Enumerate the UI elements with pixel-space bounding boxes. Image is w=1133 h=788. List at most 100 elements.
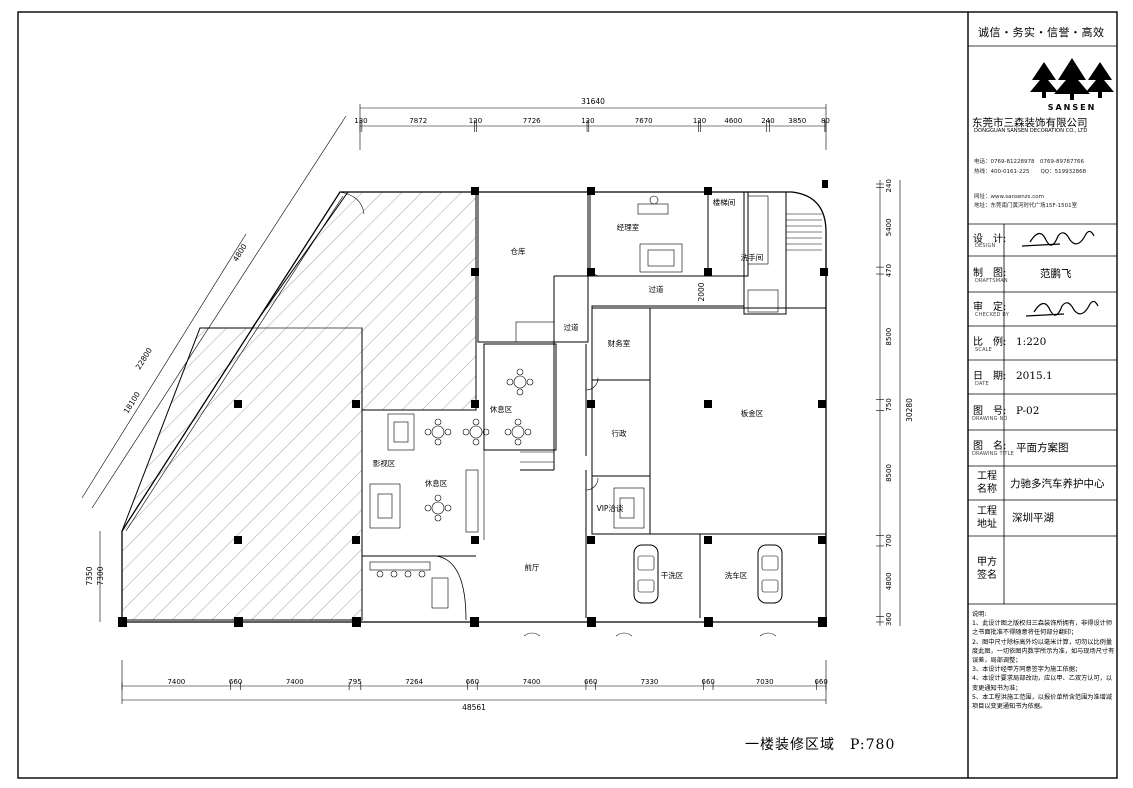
right_dims-value: 5400	[885, 218, 893, 236]
site-value: 深圳平湖	[1012, 512, 1054, 524]
structural-columns	[118, 180, 828, 627]
address-line: 地址：东莞南门黄河时代广场15F-1501室	[974, 203, 1078, 209]
overall-width-top: 31640	[581, 97, 605, 106]
checker-signature	[1025, 300, 1099, 317]
design-caption: DESIGN	[975, 243, 996, 249]
bottom_dims-value: 7030	[756, 678, 774, 686]
drawing-name-value: 平面方案图	[1016, 442, 1069, 454]
bottom_dims-value: 660	[584, 678, 597, 686]
room-manager: 经理室	[617, 222, 640, 232]
project-value: 力驰多汽车养护中心	[1010, 478, 1105, 490]
corridor-dim: 2000	[697, 282, 706, 301]
top_dims-value: 7872	[409, 117, 427, 125]
note-2: 2、图中尺寸除标高外均以毫米计算，切勿以比例量度此图，一切依图内数字所示为准，如…	[972, 638, 1115, 665]
top_dims-value: 240	[761, 117, 774, 125]
top_dims-value: 80	[821, 117, 830, 125]
room-car-wash: 洗车区	[725, 570, 748, 580]
room-av: 影视区	[373, 458, 396, 468]
right-dimension-values: 240 5400 470 8500 750 8500 700 4800 360	[885, 179, 893, 626]
phone-line: 电话：0769-81228978 0769-89787766	[974, 159, 1084, 165]
draft-value: 范鹏飞	[1040, 268, 1072, 280]
room-finance: 财务室	[608, 338, 631, 348]
rest-area-top	[483, 343, 557, 451]
dimension-lines	[81, 104, 901, 704]
diag-dim-a: 4800	[231, 242, 249, 263]
slogan: 诚信・务实・信誉・高效	[978, 26, 1105, 39]
room-admin: 行政	[612, 428, 627, 438]
drawing-no-value: P-02	[1016, 405, 1040, 417]
diag-dim-b: 22800	[134, 346, 154, 371]
outer-wall	[121, 191, 827, 623]
plan-title: 一楼装修区域 P:780	[745, 737, 896, 753]
overall-width-bottom: 48561	[462, 703, 486, 712]
room-rest-bottom: 休息区	[425, 478, 448, 488]
room-corridor-mid: 过道	[564, 322, 579, 332]
bottom_dims-value: 7400	[167, 678, 185, 686]
drawing-no-caption: DRAWING NO	[972, 416, 1008, 422]
sansen-logo: SANSEN	[1030, 58, 1114, 112]
admin-room	[591, 379, 651, 477]
bottom_dims-value: 795	[348, 678, 361, 686]
stair-treads	[786, 213, 822, 251]
room-wash: 洗手间	[741, 252, 764, 262]
right_dims-value: 360	[885, 613, 893, 626]
check-caption: CHECKED BY	[975, 312, 1009, 318]
right_dims-value: 4800	[885, 572, 893, 590]
hotline-line: 热线：400-0161-225 QQ：519932868	[974, 169, 1087, 175]
car-dry-wash	[633, 544, 659, 604]
notes-block: 说明: 1、此设计图之版权归三森装饰所拥有，非得设计师之书面批准不得随意将任何部…	[972, 610, 1117, 711]
drawing-no-label: 图 号:	[973, 406, 1007, 417]
draft-label: 制 图:	[973, 268, 1007, 279]
room-corridor-top: 过道	[649, 284, 664, 294]
warehouse-room	[477, 191, 589, 343]
right-dimension-ticks	[876, 183, 884, 623]
right_dims-value: 8500	[885, 464, 893, 482]
room-vip: VIP洽谈	[597, 503, 624, 513]
note-3: 3、本设计经甲方同意签字为施工依据；	[972, 666, 1082, 674]
bottom_dims-value: 660	[701, 678, 714, 686]
design-label: 设 计:	[973, 234, 1007, 245]
bottom_dims-value: 660	[229, 678, 242, 686]
right_dims-value: 240	[885, 179, 893, 192]
rest-area-tables	[424, 368, 534, 522]
project-label: 工程 名称	[977, 471, 997, 495]
drawing-name-caption: DRAWING TITLE	[972, 451, 1015, 457]
wash-room	[743, 191, 787, 315]
draft-caption: DRAFTSMAN	[975, 278, 1008, 284]
floor-plan	[121, 191, 827, 637]
logo-wordmark: SANSEN	[1048, 103, 1097, 112]
bottom_dims-value: 7400	[286, 678, 304, 686]
bottom_dims-value: 7400	[523, 678, 541, 686]
note-5: 5、本工程洪施工范围，以报价单所含范围为准增减项目以变更通知书为依据。	[972, 693, 1113, 711]
bottom_dims-value: 7264	[405, 678, 423, 686]
scale-caption: SCALE	[975, 347, 993, 353]
room-warehouse: 仓库	[511, 246, 526, 256]
drawing-name-label: 图 名:	[973, 441, 1007, 452]
date-caption: DATE	[975, 381, 989, 387]
sofa-sets	[369, 413, 645, 529]
right_dims-value: 470	[885, 264, 893, 277]
room-labels: 仓库 经理室 楼梯间 洗手间 过道 过道 财务室 行政 休息区 休息区 影视区 …	[373, 197, 764, 580]
sheet-border	[17, 11, 1118, 779]
room-stair: 楼梯间	[713, 197, 736, 207]
left-dim-a: 7350	[85, 566, 94, 585]
manager-furniture	[637, 195, 683, 273]
right_dims-value: 750	[885, 398, 893, 411]
bottom_dims-value: 660	[466, 678, 479, 686]
right_dims-value: 8500	[885, 328, 893, 346]
top_dims-value: 120	[469, 117, 482, 125]
note-4: 4、本设计要求局部改动，应以甲、乙双方认可，以变更通知书为准；	[972, 675, 1113, 692]
room-rest-top: 休息区	[490, 404, 513, 414]
room-dry-wash: 干洗区	[661, 570, 684, 580]
bottom_dims-value: 660	[814, 678, 827, 686]
bottom-dimension-ticks	[121, 682, 827, 690]
scale-label: 比 例:	[973, 337, 1007, 348]
right_dims-value: 700	[885, 534, 893, 547]
bottom_dims-value: 7330	[641, 678, 659, 686]
diag-dim-c: 18100	[122, 390, 142, 415]
check-label: 审 定:	[973, 302, 1007, 313]
top_dims-value: 4600	[724, 117, 742, 125]
top_dims-value: 120	[693, 117, 706, 125]
overall-height-right: 30280	[905, 398, 914, 422]
